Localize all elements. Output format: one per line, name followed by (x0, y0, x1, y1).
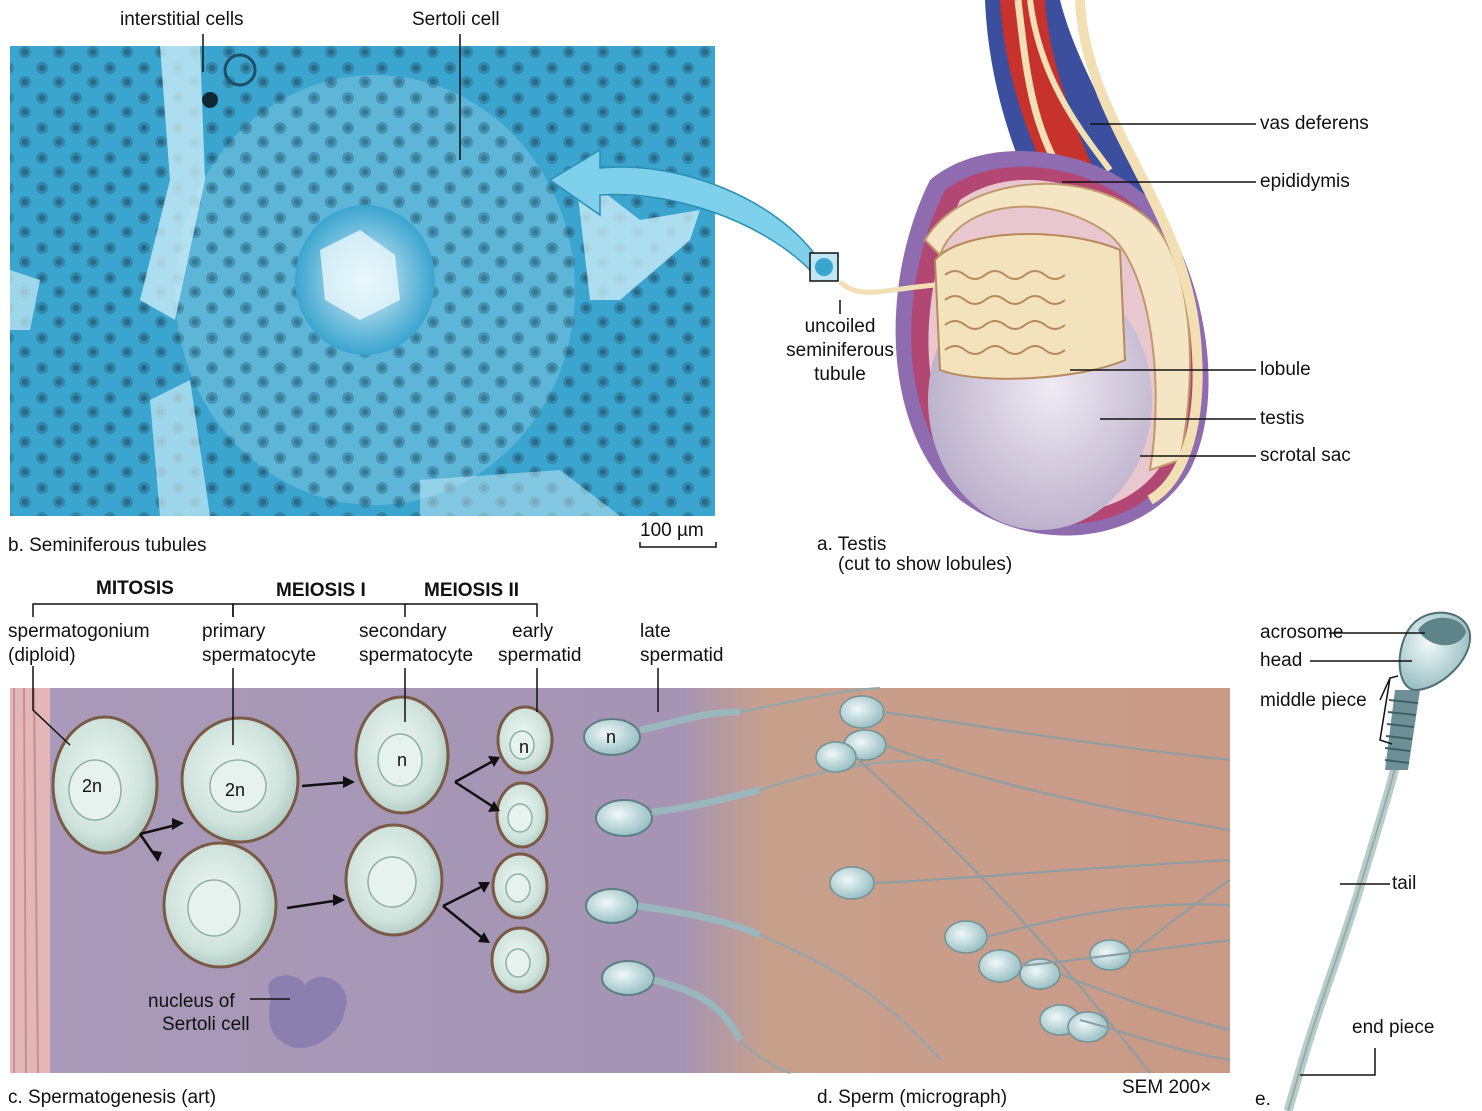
label-uncoiled-2: seminiferous (770, 340, 910, 362)
phase-brackets (33, 604, 537, 617)
stage-secondary: secondary (359, 621, 447, 643)
stage-late-spermatid: late (640, 621, 671, 643)
ploidy-early-spermatid: n (519, 736, 529, 758)
stage-spermatogonium: spermatogonium (8, 621, 150, 643)
label-testis: testis (1260, 408, 1304, 430)
stage-primary: primary (202, 621, 265, 643)
label-sertoli-cell: Sertoli cell (412, 9, 500, 31)
ploidy-secondary: n (397, 749, 407, 771)
label-interstitial-cells: interstitial cells (120, 9, 244, 31)
caption-a-line2: (cut to show lobules) (838, 554, 1012, 576)
caption-a-line1: a. Testis (817, 534, 886, 556)
ploidy-spermatogonium: 2n (82, 775, 102, 797)
ploidy-late-spermatid: n (606, 726, 616, 748)
label-uncoiled-3: tubule (770, 364, 910, 386)
stage-secondary-sub: spermatocyte (359, 645, 473, 667)
label-uncoiled-1: uncoiled (770, 316, 910, 338)
label-epididymis: epididymis (1260, 171, 1350, 193)
caption-b: b. Seminiferous tubules (8, 535, 207, 557)
label-sertoli-nucleus-2: Sertoli cell (162, 1014, 250, 1036)
caption-c: c. Spermatogenesis (art) (8, 1087, 216, 1109)
label-head: head (1260, 650, 1302, 672)
label-vas-deferens: vas deferens (1260, 113, 1369, 135)
label-end-piece: end piece (1352, 1017, 1434, 1039)
phase-meiosis-2: MEIOSIS II (424, 580, 519, 602)
phase-meiosis-1: MEIOSIS I (276, 580, 366, 602)
label-tail: tail (1392, 873, 1416, 895)
micrograph-image (10, 46, 715, 516)
label-lobule: lobule (1260, 359, 1311, 381)
scale-bar (640, 542, 716, 547)
phase-mitosis: MITOSIS (96, 578, 174, 600)
label-scrotal-sac: scrotal sac (1260, 445, 1351, 467)
stage-early-spermatid: early (512, 621, 553, 643)
ploidy-primary: 2n (225, 779, 245, 801)
sem-magnification: SEM 200× (1122, 1077, 1211, 1099)
stage-primary-sub: spermatocyte (202, 645, 316, 667)
label-acrosome: acrosome (1260, 622, 1343, 644)
caption-d: d. Sperm (micrograph) (817, 1087, 1007, 1109)
stage-late-spermatid-sub: spermatid (640, 645, 723, 667)
scale-bar-label: 100 µm (640, 520, 704, 542)
label-middle-piece: middle piece (1260, 690, 1367, 712)
caption-e: e. (1255, 1089, 1271, 1111)
testis-illustration (810, 0, 1209, 536)
stage-spermatogonium-sub: (diploid) (8, 645, 76, 667)
stage-early-spermatid-sub: spermatid (498, 645, 581, 667)
label-sertoli-nucleus-1: nucleus of (148, 991, 235, 1013)
